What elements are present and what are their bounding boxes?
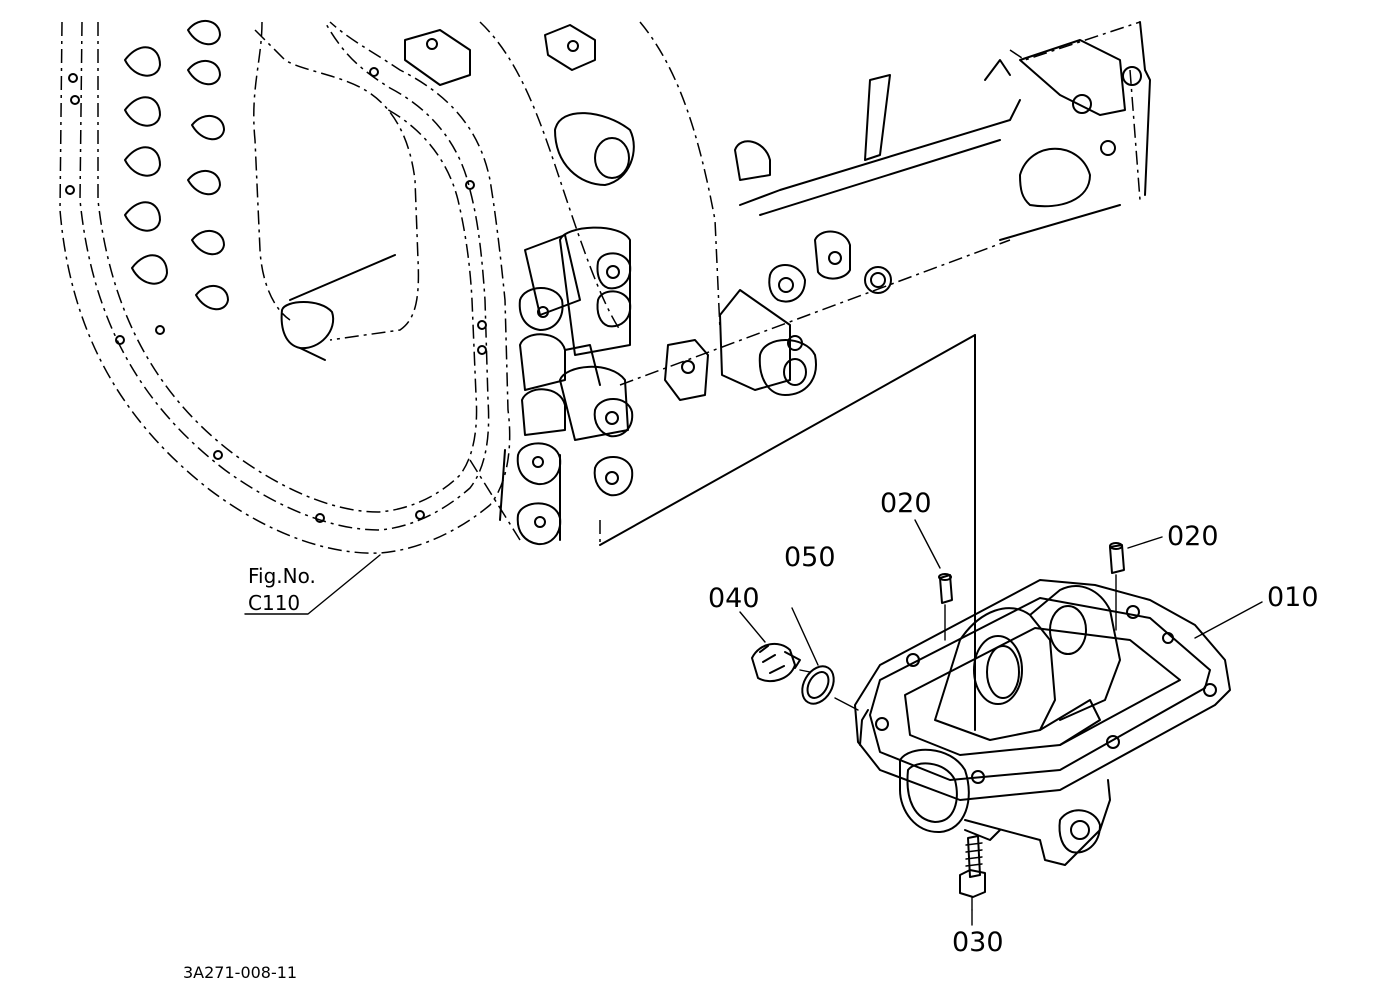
housing-casting-details: [404, 21, 1151, 546]
part-040-plug: [751, 642, 801, 683]
callout-010: 010: [1267, 582, 1319, 613]
drawing-code: 3A271-008-11: [183, 963, 297, 982]
part-020-pin-right: [1109, 542, 1125, 631]
figure-reference-label: Fig.No.: [248, 564, 316, 588]
callout-040: 040: [708, 583, 760, 614]
part-020-pin-left: [938, 573, 953, 641]
callout-020-right: 020: [1167, 521, 1219, 552]
figure-reference-number: C110: [248, 591, 300, 615]
callout-050: 050: [784, 542, 836, 573]
transmission-housing-outline: [59, 20, 1141, 731]
part-050-washer: [799, 665, 859, 711]
leader-lines: [244, 519, 1263, 926]
callout-030: 030: [952, 927, 1004, 958]
part-030-bolt: [959, 835, 986, 911]
part-010-cover: [854, 579, 1231, 866]
callout-020-left: 020: [880, 488, 932, 519]
